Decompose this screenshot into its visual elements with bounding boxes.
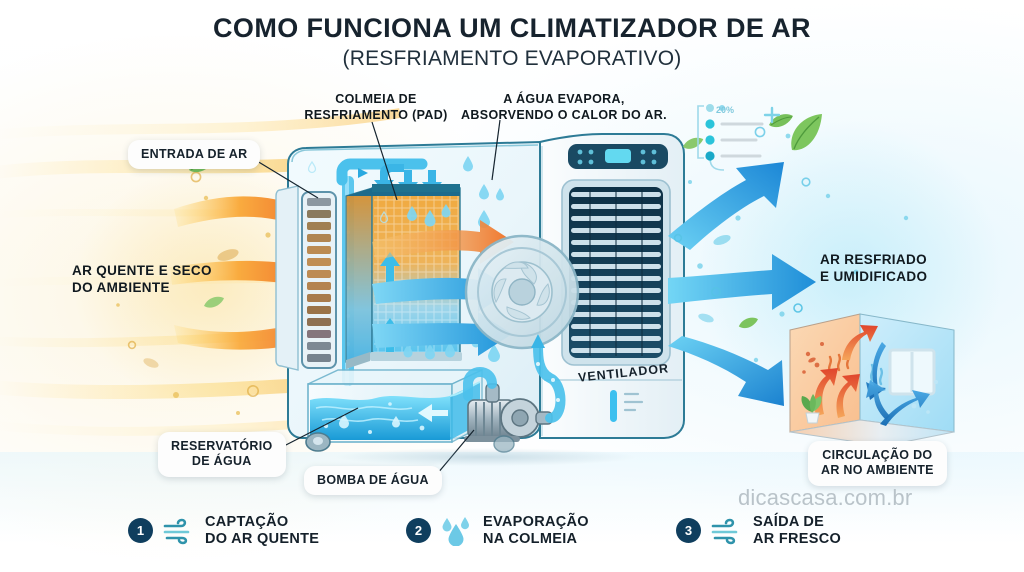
step-number: 3	[676, 518, 701, 544]
callout-cooling-pad: COLMEIA DE RESFRIAMENTO (PAD)	[304, 92, 448, 122]
steps-row: 1 CAPTAÇÃO DO AR QUENTE 2 EVAPORAÇÃO NA …	[0, 502, 1024, 564]
stat-decoration	[697, 104, 781, 171]
page-title: COMO FUNCIONA UM CLIMATIZADOR DE AR	[213, 13, 811, 43]
callout-hot-air: AR QUENTE E SECO DO AMBIENTE	[72, 263, 212, 295]
wind-icon	[163, 518, 190, 545]
stat-percent-label: 20%	[716, 105, 735, 115]
callout-room-circulation: CIRCULAÇÃO DO AR NO AMBIENTE	[808, 441, 947, 486]
step-label: SAÍDA DE AR FRESCO	[753, 514, 842, 547]
step-label: CAPTAÇÃO DO AR QUENTE	[205, 514, 320, 547]
leaf-icon	[204, 296, 224, 308]
evaporative-cooler-unit	[275, 133, 685, 453]
watermark: dicascasa.com.br	[738, 485, 913, 510]
unit-floor-shadow	[270, 444, 700, 470]
room-circulation-diagram	[789, 313, 955, 447]
wind-icon	[711, 518, 738, 545]
step-number: 2	[406, 518, 431, 544]
step-item: 2 EVAPORAÇÃO NA COLMEIA	[406, 514, 589, 548]
callout-cool-air: AR RESFRIADO E UMIDIFICADO	[820, 252, 928, 284]
callout-evaporation: A ÁGUA EVAPORA, ABSORVENDO O CALOR DO AR…	[461, 92, 667, 122]
step-item: 3 SAÍDA DE AR FRESCO	[676, 514, 841, 548]
page-subtitle: (RESFRIAMENTO EVAPORATIVO)	[342, 47, 682, 70]
callout-air-inlet: ENTRADA DE AR	[128, 140, 261, 170]
leaf-icon	[791, 114, 822, 151]
callout-water-tank: RESERVATÓRIO DE ÁGUA	[158, 432, 286, 477]
cool-air-outflow-arrows	[668, 162, 816, 406]
bubble-icon	[793, 303, 803, 313]
water-drops-icon	[442, 516, 469, 546]
step-label: EVAPORAÇÃO NA COLMEIA	[483, 514, 589, 547]
step-number: 1	[128, 518, 153, 544]
step-item: 1 CAPTAÇÃO DO AR QUENTE	[128, 514, 319, 548]
callout-water-pump: BOMBA DE ÁGUA	[304, 466, 442, 496]
